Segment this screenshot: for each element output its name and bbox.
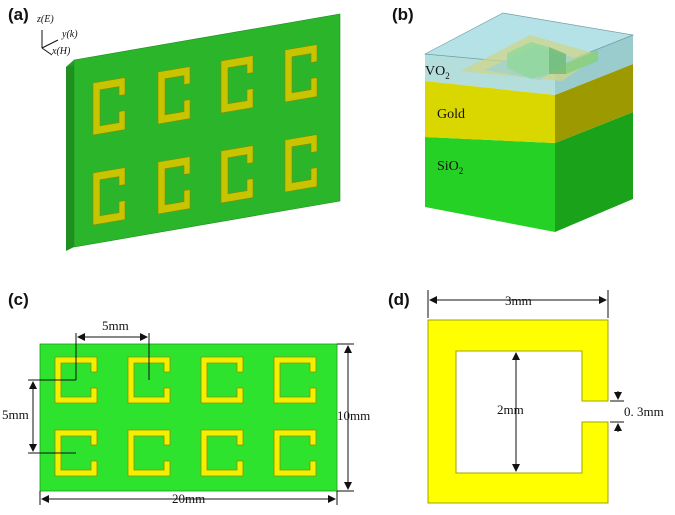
substrate-plan <box>39 343 338 492</box>
sio2-front <box>425 137 555 232</box>
srr-detail <box>427 319 609 504</box>
axis-y-label: y(k) <box>61 29 78 40</box>
slab-side <box>66 60 74 251</box>
srr-plan <box>273 429 317 477</box>
srr-3d <box>284 134 318 193</box>
dim-height <box>337 343 354 492</box>
srr-3d <box>92 167 126 226</box>
axis-z-label: z(E) <box>36 14 54 25</box>
dim-width <box>39 491 338 505</box>
gold-front <box>425 81 555 143</box>
srr-plan <box>200 429 244 477</box>
gold-label: Gold <box>437 107 465 122</box>
sio2-side <box>555 112 633 232</box>
sio2-label: SiO2 <box>437 159 463 176</box>
dim-outer-label: 3mm <box>505 293 532 308</box>
gold-side <box>555 64 633 143</box>
srr-3d <box>92 77 126 136</box>
vo2-side <box>555 35 633 95</box>
panel-c-label: (c) <box>8 290 29 309</box>
slab-front <box>73 13 341 248</box>
srr-array-3d <box>92 44 318 226</box>
panel-b: (b) VO2 Gold SiO2 <box>392 5 635 232</box>
dim-pitch-left <box>28 379 76 454</box>
dim-pitch-top-label: 5mm <box>102 318 129 333</box>
dim-outer <box>427 290 609 318</box>
srr-plan <box>200 356 244 404</box>
srr-3d <box>220 145 254 204</box>
panel-c: (c) 5mm 5mm <box>2 290 370 506</box>
srr-plan <box>54 356 98 404</box>
srr-plan <box>127 356 171 404</box>
srr-plan <box>273 356 317 404</box>
panel-d: (d) 3mm 2mm 0. 3mm <box>388 290 664 504</box>
dim-gap-label: 0. 3mm <box>624 404 664 419</box>
dim-inner-label: 2mm <box>497 402 524 417</box>
srr-plan <box>127 429 171 477</box>
srr-array-plan <box>54 356 317 477</box>
dim-pitch-left-label: 5mm <box>2 407 29 422</box>
axis-x-label: x(H) <box>51 46 71 57</box>
vo2-label: VO2 <box>425 64 450 81</box>
panel-a-label: (a) <box>8 5 29 24</box>
srr-3d <box>157 66 191 125</box>
panel-d-label: (d) <box>388 290 410 309</box>
srr-plan <box>54 429 98 477</box>
axis-glyph: z(E) y(k) x(H) <box>36 14 78 57</box>
dim-width-label: 20mm <box>172 491 205 506</box>
srr-3d <box>157 156 191 215</box>
embedded-srr <box>461 35 600 81</box>
panel-a: (a) z(E) y(k) x(H) <box>8 5 341 251</box>
dim-gap <box>610 391 624 432</box>
srr-3d <box>284 44 318 103</box>
dim-height-label: 10mm <box>337 408 370 423</box>
dim-pitch-top <box>75 333 150 380</box>
srr-3d <box>220 55 254 114</box>
panel-b-label: (b) <box>392 5 414 24</box>
